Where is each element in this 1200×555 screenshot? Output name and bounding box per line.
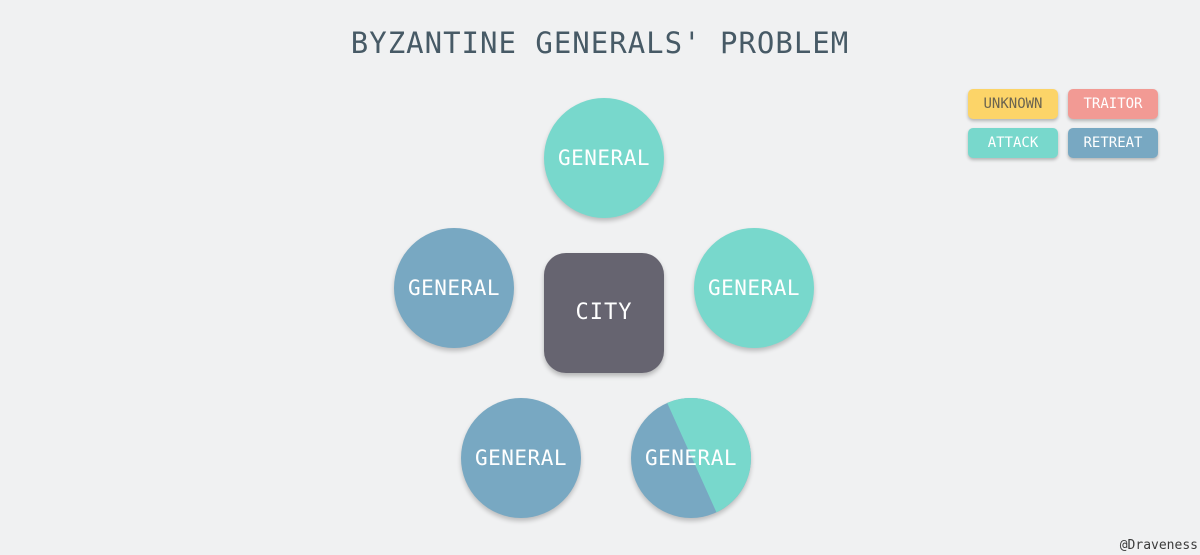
- legend-attack-label: ATTACK: [987, 135, 1039, 151]
- general-node-top: GENERAL: [544, 98, 664, 218]
- general-label: GENERAL: [644, 446, 737, 470]
- diagram-title: BYZANTINE GENERALS' PROBLEM: [350, 26, 850, 60]
- legend-traitor-label: TRAITOR: [1083, 96, 1143, 112]
- legend-unknown-label: UNKNOWN: [983, 96, 1043, 112]
- author-credit: @Draveness: [1119, 538, 1198, 553]
- legend-retreat-label: RETREAT: [1083, 135, 1143, 151]
- city-label: CITY: [575, 300, 633, 325]
- general-node-left: GENERAL: [394, 228, 514, 348]
- legend-retreat: RETREAT: [1068, 128, 1158, 158]
- city-node: CITY: [544, 253, 664, 373]
- general-label: GENERAL: [707, 276, 800, 300]
- legend-traitor: TRAITOR: [1068, 89, 1158, 119]
- split-decision-fill: [665, 398, 751, 518]
- legend-attack: ATTACK: [968, 128, 1058, 158]
- general-node-right: GENERAL: [694, 228, 814, 348]
- general-label: GENERAL: [407, 276, 500, 300]
- general-label: GENERAL: [474, 446, 567, 470]
- general-label: GENERAL: [557, 146, 650, 170]
- general-node-bottom-right: GENERAL: [631, 398, 751, 518]
- legend-unknown: UNKNOWN: [968, 89, 1058, 119]
- general-node-bottom-left: GENERAL: [461, 398, 581, 518]
